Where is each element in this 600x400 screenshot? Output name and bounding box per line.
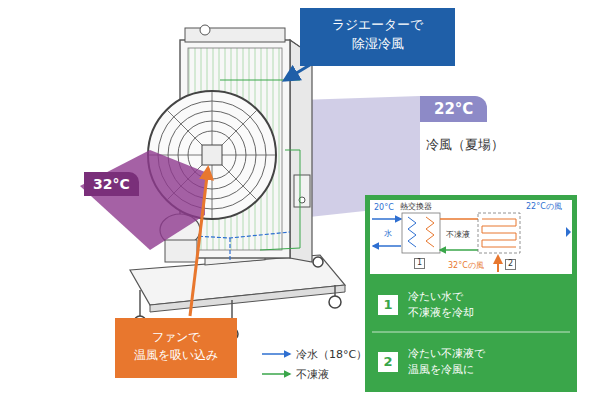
fan-guard-spoke: [167, 110, 204, 147]
callout-text: 32°C: [93, 176, 130, 192]
legend-text: 冷水（18°C）: [296, 347, 367, 362]
diagram-label: 不凍液: [446, 231, 470, 240]
drawing-stroke: [408, 217, 416, 247]
step-text: 冷たい不凍液で 温風を冷風に: [408, 346, 520, 379]
drawing-stroke: [150, 285, 345, 312]
diagram-label: 32°Cの風: [448, 262, 484, 271]
step-number: 2: [378, 352, 398, 372]
temperature-tab: 32°C: [84, 172, 139, 196]
drawing-stroke: [566, 227, 571, 237]
step-text: 冷たい水で 不凍液を冷却: [408, 289, 520, 322]
temperature-label: 22°C: [420, 96, 487, 122]
diagram-label: 熱交換器: [400, 203, 432, 212]
drawing-stroke: [313, 257, 323, 267]
callout-number: 2: [505, 259, 516, 270]
drawing-stroke: [165, 240, 197, 262]
row-separator: [372, 332, 570, 333]
legend-line: [262, 353, 290, 355]
callout-box: ファンで 温風を吸い込み: [115, 318, 237, 378]
callout-number: 1: [414, 258, 425, 269]
drawing-stroke: [426, 217, 434, 247]
fan-guard-spoke: [219, 162, 256, 199]
air-label: 冷風（夏場）: [426, 136, 504, 154]
step-number: 1: [378, 295, 398, 315]
drawing-stroke: [200, 25, 210, 35]
fan-guard-spoke: [212, 92, 213, 145]
callout-text: ラジエーターで 除湿冷風: [310, 16, 445, 54]
legend-entry: 不凍液: [296, 367, 329, 382]
drawing-stroke: [482, 219, 516, 247]
fan-guard-spoke: [222, 155, 275, 156]
step-row: 1 冷たい水で 不凍液を冷却: [374, 282, 568, 328]
mini-diagram-ground: [370, 200, 572, 274]
fan-hub: [202, 145, 222, 165]
legend-entry: 冷水（18°C）: [296, 347, 367, 362]
diagram-label: 水: [384, 230, 392, 239]
drawing-stroke: [520, 231, 566, 234]
drawing-stroke: [402, 213, 440, 253]
legend-line: [262, 373, 290, 375]
drawing-stroke: [294, 175, 310, 207]
drawing-stroke: [372, 218, 401, 220]
mini-diagram: [372, 213, 571, 272]
drawing-stroke: [497, 256, 499, 272]
legend-text: 不凍液: [296, 367, 329, 382]
drawing-stroke: [440, 218, 478, 220]
hot-air-wedge: [80, 150, 205, 250]
drawing-stroke: [373, 245, 401, 247]
fan-guard-spoke: [219, 110, 256, 147]
drawing-stroke: [440, 249, 478, 251]
drawing-stroke: [229, 238, 230, 262]
drawing-stroke: [139, 290, 141, 318]
drawing-stroke: [478, 213, 520, 253]
fan-guard-spoke: [212, 165, 213, 218]
diagram-label: 20°C: [374, 204, 394, 213]
diagram-label: 22°Cの風: [526, 203, 562, 212]
callout-text: ファンで 温風を吸い込み: [123, 328, 229, 364]
temperature-tab: 22°C 冷風（夏場）: [420, 96, 504, 154]
info-panel: [365, 195, 577, 392]
drawing-stroke: [329, 296, 341, 308]
step-row: 2 冷たい不凍液で 温風を冷風に: [374, 337, 568, 387]
leader-arrow: [190, 168, 208, 316]
callout-box: ラジエーターで 除湿冷風: [300, 8, 455, 66]
